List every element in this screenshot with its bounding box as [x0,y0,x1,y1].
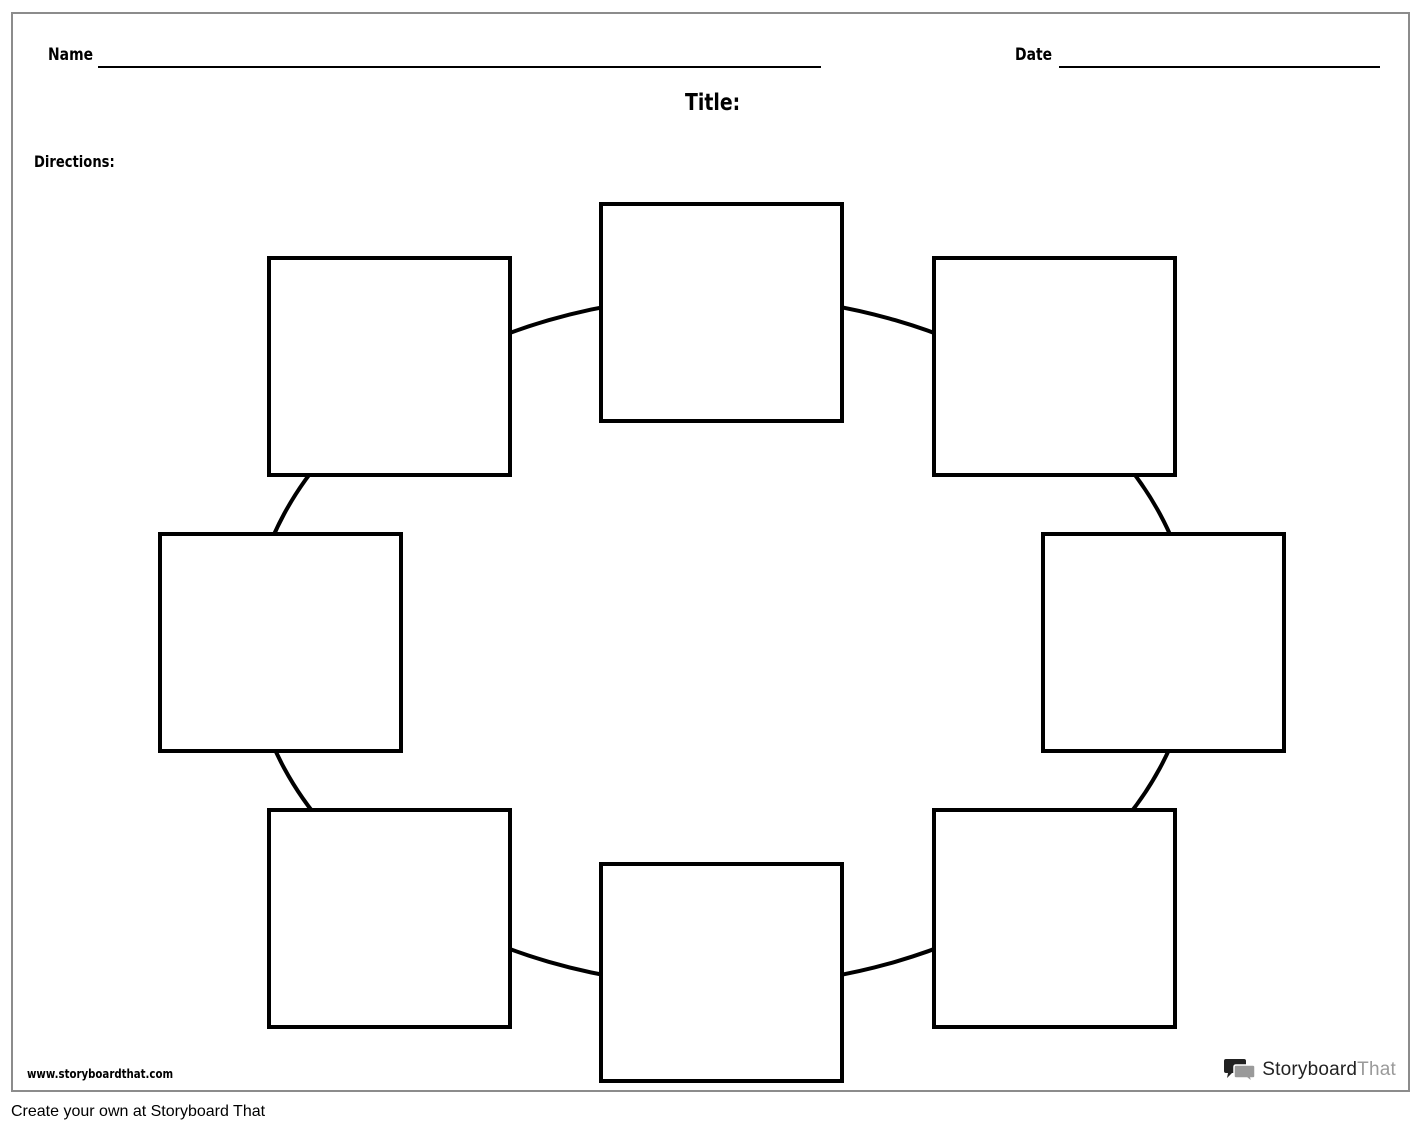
brand-primary-text: Storyboard [1262,1059,1358,1080]
worksheet-page: Name Date Title: Directions: www.storybo… [11,12,1410,1092]
date-label: Date [1015,45,1053,65]
directions-label: Directions: [34,152,115,171]
title-row: Title: [13,90,1412,116]
cycle-box-2[interactable] [932,256,1177,477]
brand-secondary-text: That [1357,1059,1396,1080]
cycle-box-5[interactable] [599,862,844,1083]
cycle-diagram [158,202,1286,1083]
cycle-box-8[interactable] [267,256,512,477]
name-label: Name [48,45,94,65]
website-url: www.storyboardthat.com [27,1067,174,1081]
cycle-box-3[interactable] [1041,532,1286,753]
name-line [98,66,821,68]
cycle-box-4[interactable] [932,808,1177,1029]
brand-logo: StoryboardThat [1224,1057,1396,1083]
create-your-own-link[interactable]: Create your own at Storyboard That [11,1103,266,1120]
worksheet-title: Title: [684,90,741,116]
cycle-box-1[interactable] [599,202,844,423]
speech-bubbles-icon [1224,1059,1256,1083]
cycle-boxes [158,202,1286,1083]
date-line [1059,66,1380,68]
cycle-box-7[interactable] [158,532,403,753]
cycle-box-6[interactable] [267,808,512,1029]
